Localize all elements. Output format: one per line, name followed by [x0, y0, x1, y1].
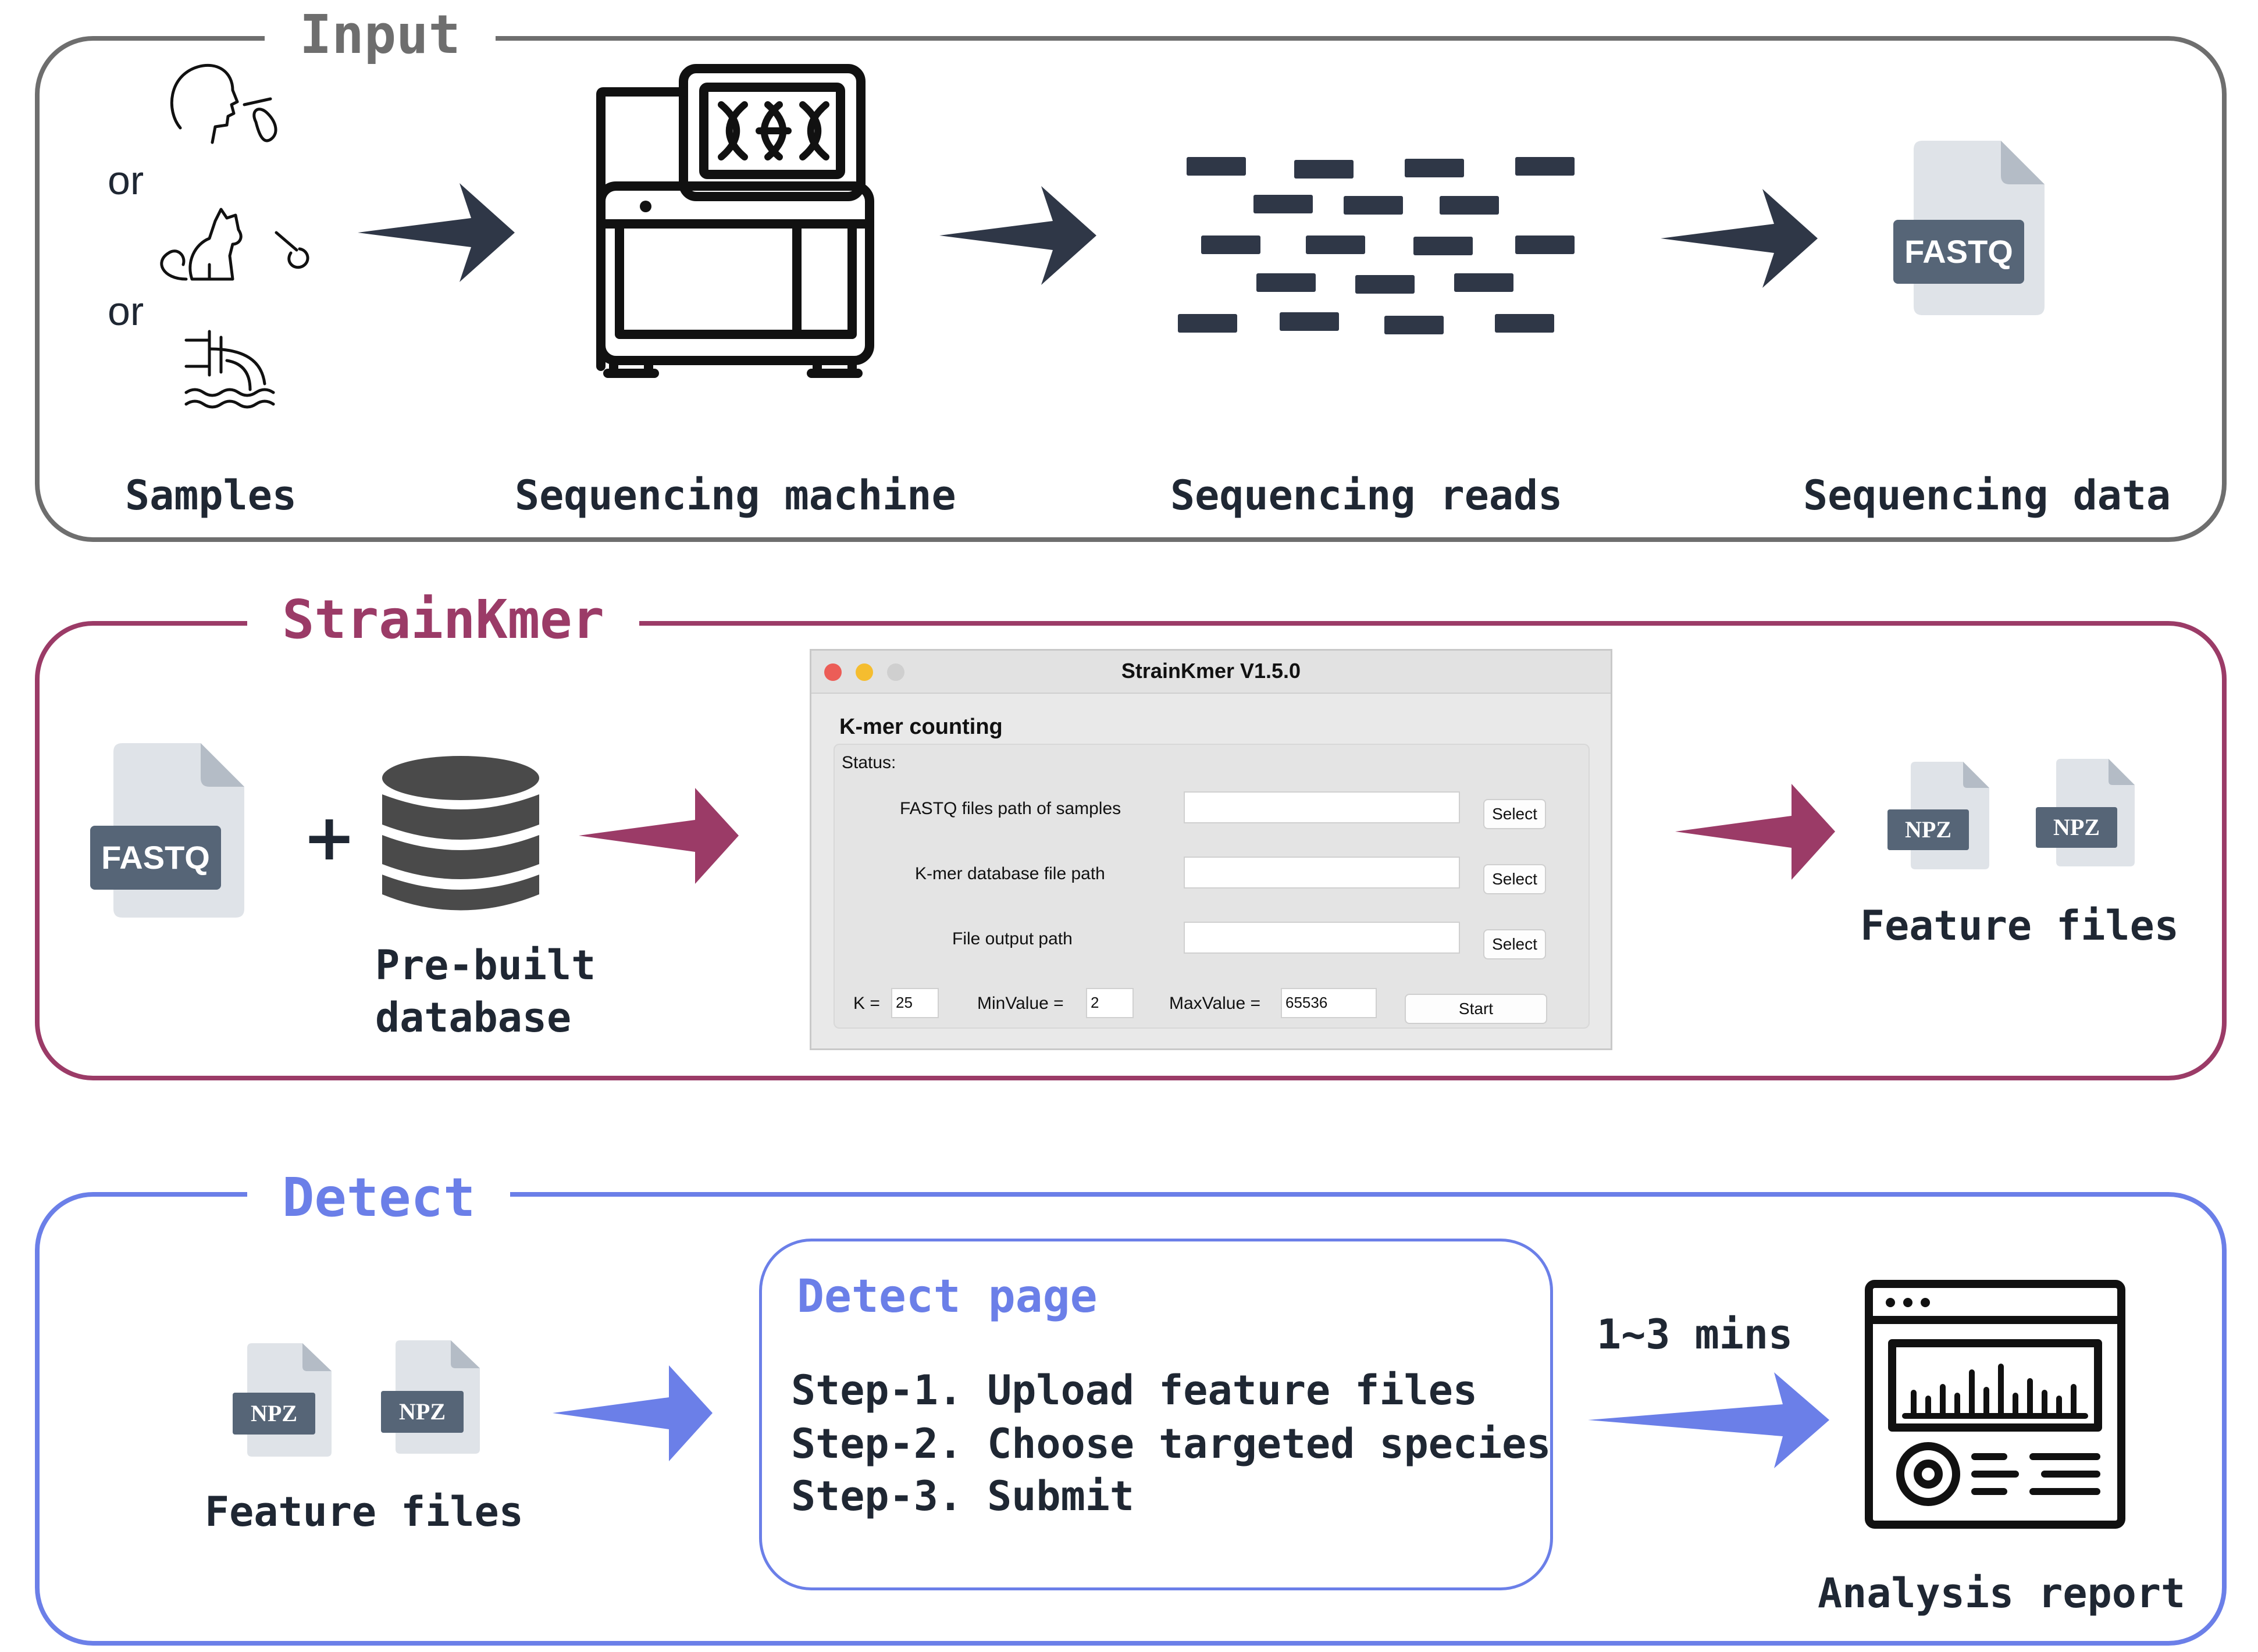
select-output-button[interactable]: Select: [1483, 929, 1546, 959]
detect-section-title: Detect: [247, 1169, 511, 1227]
sequencing-data-label: Sequencing data: [1803, 472, 2171, 519]
close-window-button[interactable]: [824, 663, 842, 681]
sequencing-reads-label: Sequencing reads: [1170, 472, 1563, 519]
step-3-text: Step-3. Submit: [791, 1472, 1135, 1520]
database-label-line1: Pre-built: [375, 941, 596, 989]
sequencer-machine-icon: [596, 64, 874, 378]
sequencing-machine-label: Sequencing machine: [515, 472, 956, 519]
detect-section-frame: [35, 1192, 2227, 1646]
or-text-2: or: [108, 288, 144, 334]
window-title: StrainKmer V1.5.0: [1121, 659, 1301, 683]
detect-page-box: Detect page Step-1. Upload feature files…: [759, 1239, 1553, 1590]
k-value-input[interactable]: 25: [891, 988, 939, 1018]
strainkmer-app-window: StrainKmer V1.5.0 K-mer counting Status:…: [810, 649, 1612, 1050]
minvalue-input[interactable]: 2: [1086, 988, 1134, 1018]
npz-file-label: NPZ: [1887, 809, 1969, 850]
status-label: Status:: [842, 753, 896, 772]
input-section-frame: [35, 36, 2227, 542]
kmer-counting-heading: K-mer counting: [839, 715, 1003, 739]
step-2-text: Step-2. Choose targeted species: [791, 1420, 1551, 1468]
database-label-line2: database: [375, 994, 572, 1041]
fastq-path-label: FASTQ files path of samples: [900, 799, 1121, 818]
samples-label: Samples: [125, 472, 297, 519]
step-1-text: Step-1. Upload feature files: [791, 1366, 1478, 1414]
k-label: K =: [853, 994, 880, 1013]
fastq-file-label: FASTQ: [1893, 220, 2024, 284]
output-path-label: File output path: [952, 929, 1073, 948]
minvalue-label: MinValue =: [977, 994, 1064, 1013]
duration-label: 1~3 mins: [1597, 1311, 1793, 1358]
nasal-swab-person-icon: [170, 63, 277, 144]
npz-file-label: NPZ: [233, 1393, 315, 1435]
fastq-file-label: FASTQ: [90, 826, 221, 890]
kmer-db-path-input[interactable]: [1184, 857, 1460, 889]
arrow-icon: [1588, 1372, 1829, 1468]
arrow-icon: [358, 183, 515, 282]
plus-sign: +: [302, 800, 357, 875]
npz-file-label: NPZ: [2036, 807, 2117, 848]
database-icon: [382, 756, 539, 911]
maxvalue-label: MaxValue =: [1169, 994, 1261, 1013]
fastq-path-input[interactable]: [1184, 791, 1460, 823]
select-kmer-db-button[interactable]: Select: [1483, 864, 1546, 894]
reads-icon: [1178, 157, 1575, 334]
arrow-icon: [553, 1365, 713, 1461]
output-path-input[interactable]: [1184, 922, 1460, 954]
zoom-window-button[interactable]: [887, 663, 904, 681]
arrow-icon: [579, 788, 739, 884]
select-fastq-button[interactable]: Select: [1483, 799, 1546, 829]
sewage-pipe-icon: [184, 330, 275, 409]
dog-swab-icon: [160, 208, 309, 281]
feature-files-label: Feature files: [205, 1488, 523, 1536]
arrow-icon: [939, 186, 1096, 285]
kmer-db-path-label: K-mer database file path: [915, 864, 1105, 883]
maxvalue-input[interactable]: 65536: [1281, 988, 1377, 1018]
arrow-icon: [1675, 784, 1835, 880]
minimize-window-button[interactable]: [856, 663, 873, 681]
or-text-1: or: [108, 158, 144, 203]
strainkmer-section-title: StrainKmer: [247, 591, 639, 649]
arrow-icon: [1661, 189, 1818, 288]
start-button[interactable]: Start: [1405, 994, 1547, 1024]
npz-file-label: NPZ: [381, 1391, 464, 1433]
strainkmer-section-frame: [35, 621, 2227, 1080]
analysis-report-label: Analysis report: [1818, 1569, 2186, 1617]
window-title-bar: StrainKmer V1.5.0: [811, 651, 1611, 694]
input-section-title: Input: [265, 6, 496, 64]
detect-page-title: Detect page: [797, 1271, 1098, 1323]
report-dashboard-icon: [1865, 1280, 2125, 1529]
feature-files-label: Feature files: [1860, 902, 2179, 950]
